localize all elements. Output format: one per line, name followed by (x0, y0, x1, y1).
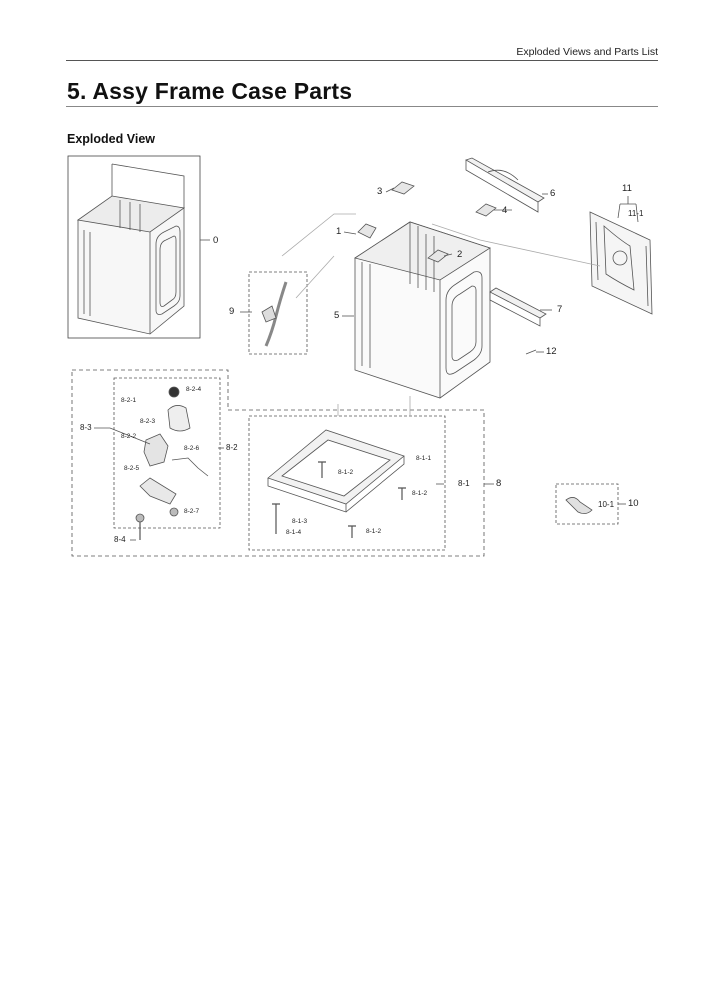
callout-8-2-6: 8-2-6 (184, 445, 200, 452)
callout-10-1: 10-1 (598, 500, 615, 509)
callout-8-1-4: 8-1-4 (286, 529, 302, 536)
part-0-assembled-cabinet (67, 155, 201, 339)
callout-12: 12 (546, 346, 557, 357)
part-1-bracket (357, 223, 377, 239)
part-8-1-box (248, 415, 446, 551)
part-8-1-base-frame (267, 429, 405, 513)
part-12-screw (525, 349, 537, 355)
header-rule (66, 60, 658, 61)
part-8-2-6-wire (171, 457, 209, 477)
callout-8-1-1: 8-1-1 (416, 455, 432, 462)
part-8-2-7-foot (169, 507, 179, 517)
part-8-2-4-cap (168, 386, 180, 398)
callout-2: 2 (457, 249, 463, 260)
part-8-2-2-pump (143, 433, 169, 467)
callout-1: 1 (336, 226, 342, 237)
callout-7: 7 (557, 304, 563, 315)
part-5-cabinet (354, 221, 491, 399)
section-subtitle: Exploded View (67, 132, 155, 146)
callout-8-2-5: 8-2-5 (124, 465, 140, 472)
callout-6: 6 (550, 188, 556, 199)
callout-10: 10 (628, 498, 639, 509)
callout-8-3: 8-3 (80, 423, 92, 432)
page-title: 5. Assy Frame Case Parts (67, 78, 353, 104)
callout-8-4: 8-4 (114, 535, 126, 544)
part-3-bracket (391, 181, 415, 195)
callout-8-1-2-a: 8-1-2 (338, 469, 354, 476)
callout-8-2-7: 8-2-7 (184, 508, 200, 515)
part-10-1-part (565, 497, 593, 514)
callout-8-2-2: 8-2-2 (121, 433, 137, 440)
part-7-side-bracket (489, 287, 547, 327)
callout-8-1-2-c: 8-1-2 (366, 528, 382, 535)
part-8-2-box (113, 377, 221, 529)
callout-8: 8 (496, 478, 502, 489)
callout-8-1-2-b: 8-1-2 (412, 490, 428, 497)
part-2-bracket (427, 249, 449, 263)
part-4-bracket (475, 203, 497, 217)
part-6-top-panel (465, 157, 545, 213)
callout-8-1-3: 8-1-3 (292, 518, 308, 525)
callout-11-1: 11-1 (628, 209, 644, 218)
part-9-hose (264, 281, 288, 347)
callout-8-2-4: 8-2-4 (186, 386, 202, 393)
part-8-dashed-region (71, 369, 485, 557)
callout-4: 4 (502, 205, 508, 216)
callout-0: 0 (213, 235, 219, 246)
callout-8-2-3: 8-2-3 (140, 418, 156, 425)
callout-11: 11 (622, 183, 632, 194)
part-11-rear-panel (589, 211, 653, 315)
callout-8-1: 8-1 (458, 479, 470, 488)
section-header: Exploded Views and Parts List (516, 46, 658, 58)
callout-8-2-1: 8-2-1 (121, 397, 137, 404)
callout-3: 3 (377, 186, 383, 197)
callout-5: 5 (334, 310, 340, 321)
callout-9: 9 (229, 306, 235, 317)
callout-8-2: 8-2 (226, 443, 238, 452)
title-rule (66, 106, 658, 107)
part-8-2-3-housing (167, 405, 191, 432)
part-8-2-bracket (139, 477, 177, 505)
